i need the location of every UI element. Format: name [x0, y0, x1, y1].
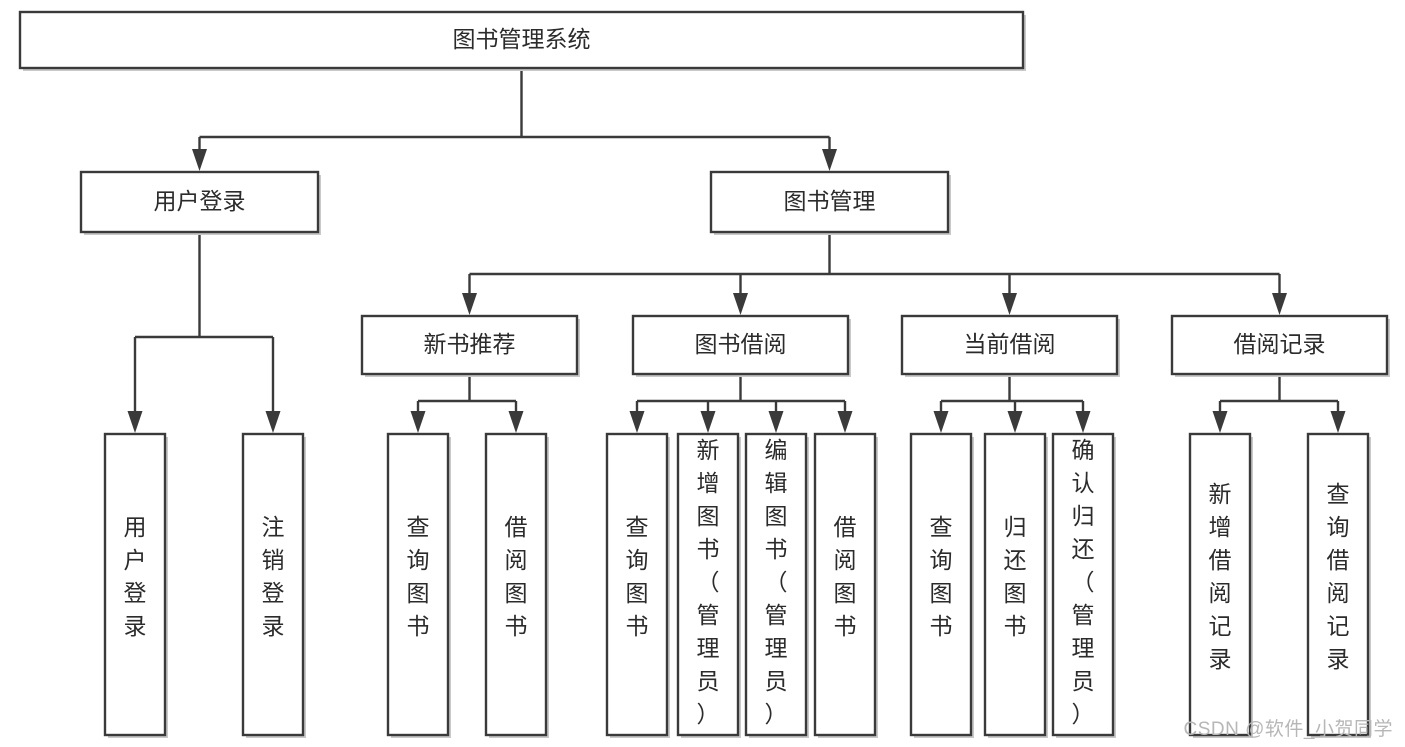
arrow-head-icon — [1007, 411, 1023, 433]
connector-group-root — [192, 68, 837, 171]
node-box[interactable] — [631, 314, 850, 376]
node-label: 查询图书 — [407, 514, 430, 639]
node-box[interactable] — [241, 432, 305, 737]
node-box[interactable] — [79, 170, 320, 234]
node-label: 借阅记录 — [1234, 331, 1326, 357]
arrow-head-icon — [837, 411, 853, 433]
node-box[interactable] — [744, 432, 808, 737]
connector-layer — [127, 68, 1346, 433]
arrow-head-icon — [933, 411, 949, 433]
node-label: 图书借阅 — [695, 331, 787, 357]
node-label: 借阅图书 — [834, 514, 857, 639]
connector-group-current-borrow — [933, 374, 1091, 433]
node-box[interactable] — [360, 314, 579, 376]
arrow-head-icon — [508, 411, 524, 433]
arrow-head-icon — [1075, 411, 1091, 433]
node-box[interactable] — [1170, 314, 1389, 376]
node-label: 图书管理系统 — [453, 26, 591, 52]
node-label: 查询图书 — [626, 514, 649, 639]
node-leaf-user-login[interactable]: 用户登录 — [103, 432, 168, 738]
connector-group-new-book-recommend — [410, 374, 524, 433]
node-box[interactable] — [983, 432, 1047, 737]
node-label: 查询图书 — [930, 514, 953, 639]
node-box[interactable] — [605, 432, 669, 737]
arrow-head-icon — [1330, 411, 1346, 433]
node-book-manage[interactable]: 图书管理 — [709, 170, 951, 235]
node-leaf-borrow-book-recommend[interactable]: 借阅图书 — [484, 432, 549, 738]
connector-group-book-manage — [462, 232, 1287, 315]
node-label: 新书推荐 — [424, 331, 516, 357]
node-leaf-add-borrow-record[interactable]: 新增借阅记录 — [1188, 432, 1253, 738]
arrow-head-icon — [127, 411, 143, 433]
arrow-head-icon — [462, 293, 477, 315]
arrow-head-icon — [1272, 293, 1287, 315]
node-label: 用户登录 — [154, 188, 246, 214]
node-leaf-add-book[interactable]: 新增图书（管理员） — [676, 432, 741, 738]
node-leaf-user-logout[interactable]: 注销登录 — [241, 432, 306, 738]
arrow-head-icon — [265, 411, 281, 433]
node-leaf-query-book-borrow[interactable]: 查询图书 — [605, 432, 670, 738]
connector-group-borrow-record — [1212, 374, 1346, 433]
node-label: 当前借阅 — [964, 331, 1056, 357]
node-box[interactable] — [18, 10, 1025, 70]
node-label: 归还图书 — [1004, 514, 1027, 639]
node-box[interactable] — [1306, 432, 1370, 737]
node-box[interactable] — [386, 432, 450, 737]
node-leaf-query-book-recommend[interactable]: 查询图书 — [386, 432, 451, 738]
node-label: 注销登录 — [262, 514, 285, 639]
arrow-head-icon — [768, 411, 784, 433]
node-leaf-query-borrow-record[interactable]: 查询借阅记录 — [1306, 432, 1371, 738]
node-label: 用户登录 — [124, 514, 147, 639]
node-leaf-borrow-book[interactable]: 借阅图书 — [813, 432, 878, 738]
node-label: 确认归还（管理员） — [1072, 437, 1095, 727]
arrow-head-icon — [700, 411, 716, 433]
node-label: 新增借阅记录 — [1209, 481, 1232, 672]
connector-group-book-borrow — [629, 374, 853, 433]
arrow-head-icon — [629, 411, 645, 433]
node-book-borrow[interactable]: 图书借阅 — [631, 314, 851, 377]
connector-group-user-login — [127, 232, 281, 433]
arrow-head-icon — [410, 411, 426, 433]
arrow-head-icon — [733, 293, 748, 315]
node-label: 借阅图书 — [505, 514, 528, 639]
node-leaf-query-book-current[interactable]: 查询图书 — [909, 432, 974, 738]
node-box[interactable] — [900, 314, 1119, 376]
node-label: 查询借阅记录 — [1327, 481, 1350, 672]
arrow-head-icon — [1002, 293, 1017, 315]
arrow-head-icon — [822, 149, 837, 171]
node-label: 编辑图书（管理员） — [765, 437, 788, 727]
node-new-book-recommend[interactable]: 新书推荐 — [360, 314, 580, 377]
node-box[interactable] — [709, 170, 950, 234]
node-leaf-return-book[interactable]: 归还图书 — [983, 432, 1048, 738]
node-user-login[interactable]: 用户登录 — [79, 170, 321, 235]
node-box[interactable] — [1188, 432, 1252, 737]
node-root[interactable]: 图书管理系统 — [18, 10, 1026, 71]
arrow-head-icon — [192, 149, 207, 171]
node-leaf-edit-book[interactable]: 编辑图书（管理员） — [744, 432, 809, 738]
node-current-borrow[interactable]: 当前借阅 — [900, 314, 1120, 377]
node-box[interactable] — [909, 432, 973, 737]
node-box[interactable] — [676, 432, 740, 737]
node-box[interactable] — [813, 432, 877, 737]
node-box[interactable] — [1051, 432, 1115, 737]
arrow-head-icon — [1212, 411, 1228, 433]
node-label: 新增图书（管理员） — [697, 437, 720, 727]
node-label: 图书管理 — [784, 188, 876, 214]
node-box[interactable] — [484, 432, 548, 737]
node-borrow-record[interactable]: 借阅记录 — [1170, 314, 1390, 377]
node-box[interactable] — [103, 432, 167, 737]
node-leaf-confirm-return[interactable]: 确认归还（管理员） — [1051, 432, 1116, 738]
node-layer: 图书管理系统用户登录图书管理新书推荐图书借阅当前借阅借阅记录用户登录注销登录查询… — [18, 10, 1390, 738]
watermark-text: CSDN @软件_小贺同学 — [1183, 719, 1393, 740]
